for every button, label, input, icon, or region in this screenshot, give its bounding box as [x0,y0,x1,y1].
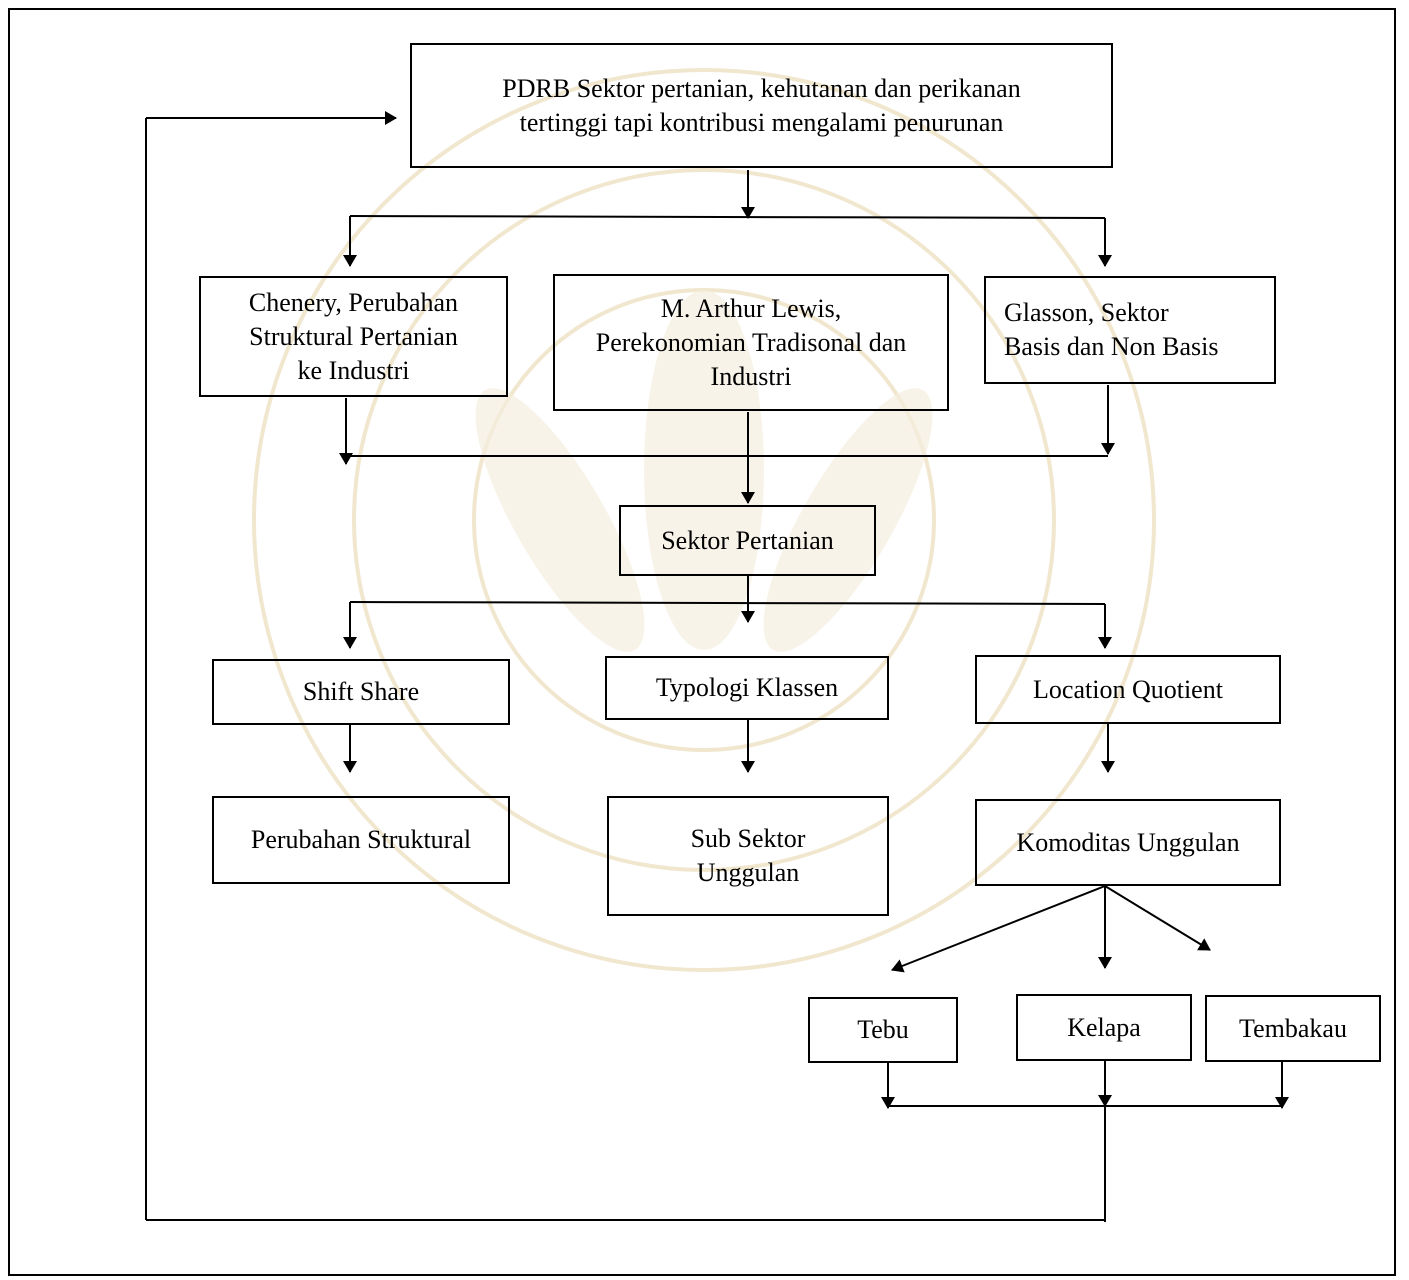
node-chenery-line-1: Chenery, Perubahan [248,287,459,317]
node-pdrb: PDRB Sektor pertanian, kehutanan dan per… [410,43,1113,168]
node-typologi-klassen: Typologi Klassen [605,656,889,720]
node-shift-share: Shift Share [212,659,510,725]
node-tebu: Tebu [808,997,958,1063]
node-chenery-line-3: ke Industri [297,355,410,385]
node-lq-label: Location Quotient [1033,674,1223,704]
node-shift-share-label: Shift Share [302,677,420,706]
node-glasson-line-2: Basis dan Non Basis [1004,332,1219,361]
node-typologi-label: Typologi Klassen [655,673,839,702]
node-kelapa: Kelapa [1016,994,1192,1061]
node-sub-sektor-line-1: Sub Sektor [690,824,806,853]
node-chenery-line-2: Struktural Pertanian [249,321,458,351]
node-lewis-line-1: M. Arthur Lewis, [660,293,842,323]
node-tebu-label: Tebu [857,1015,909,1044]
node-sektor-pertanian-label: Sektor Pertanian [661,525,834,555]
node-komoditas-label: Komoditas Unggulan [1016,827,1240,857]
node-komoditas-unggulan: Komoditas Unggulan [975,799,1281,886]
node-pdrb-line-1: PDRB Sektor pertanian, kehutanan dan per… [502,73,1021,103]
node-tembakau-label: Tembakau [1239,1013,1347,1043]
node-tembakau: Tembakau [1205,995,1381,1062]
node-sektor-pertanian: Sektor Pertanian [619,505,876,576]
node-lewis-line-2: Perekonomian Tradisonal dan [595,327,907,357]
node-sub-sektor-line-2: Unggulan [696,858,800,887]
diagram-frame [8,8,1396,1276]
node-glasson-line-1: Glasson, Sektor [1004,298,1169,327]
node-kelapa-label: Kelapa [1067,1012,1141,1042]
node-location-quotient: Location Quotient [975,655,1281,724]
node-lewis-line-3: Industri [710,361,792,391]
node-lewis: M. Arthur Lewis, Perekonomian Tradisonal … [553,274,949,411]
node-perubahan-label: Perubahan Struktural [250,825,472,854]
node-perubahan-struktural: Perubahan Struktural [212,796,510,884]
node-pdrb-line-2: tertinggi tapi kontribusi mengalami penu… [519,107,1004,137]
